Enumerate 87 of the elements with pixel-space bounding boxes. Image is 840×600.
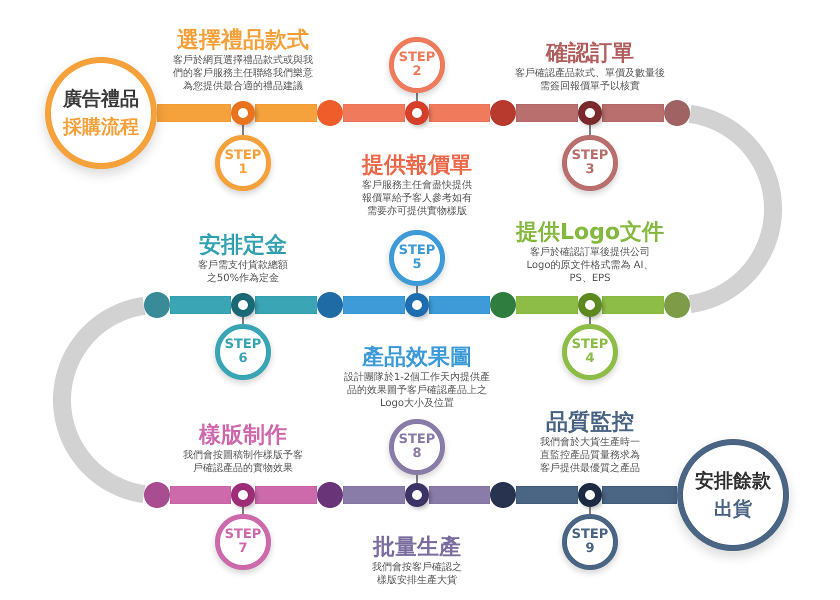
track-band [516, 486, 578, 504]
track-joint [144, 292, 170, 318]
step-title: 樣版制作 [199, 423, 287, 449]
step-label: STEP 8 [398, 433, 436, 461]
connector-line [589, 125, 591, 135]
step-description: 客戶於確認訂單後提供公司Logo的原文件格式需為 AI、PS、EPS [526, 246, 654, 285]
step-label: STEP 5 [398, 244, 436, 272]
track-band [255, 296, 317, 314]
step-title: 確認訂單 [546, 41, 634, 67]
track-joint [664, 100, 690, 126]
step-title: 提供報價單 [362, 153, 472, 179]
circle-subheading: 出貨 [714, 497, 752, 522]
step-label: STEP 2 [398, 51, 436, 79]
track-band [170, 486, 231, 504]
connector-line [589, 317, 591, 324]
step-label: STEP 4 [570, 338, 610, 366]
track-band [170, 296, 231, 314]
circle-heading: 廣告禮品 [63, 87, 139, 112]
step-circle [562, 324, 618, 380]
track-joint [317, 482, 343, 508]
track-band [343, 104, 405, 122]
connector-line [416, 286, 418, 293]
track-band [255, 486, 317, 504]
track-band [343, 486, 405, 504]
connector-line [242, 125, 244, 135]
connector-line [242, 507, 244, 514]
track-band [686, 105, 782, 313]
step-circle [562, 514, 618, 570]
track-band [602, 486, 677, 504]
track-band [602, 296, 664, 314]
step-label: STEP 9 [570, 528, 610, 556]
track-dot [578, 293, 602, 317]
step-title: 安排定金 [199, 233, 287, 259]
circle-heading: 安排餘款 [695, 469, 771, 494]
track-band [429, 104, 490, 122]
track-band [516, 104, 578, 122]
track-dot [405, 483, 429, 507]
track-dot [231, 293, 255, 317]
step-title: 批量生產 [373, 535, 461, 561]
connector-line [242, 317, 244, 324]
circle-subheading: 採購流程 [63, 115, 139, 140]
step-description: 客戶確認產品款式、單價及數量後需簽回報價單予以核實 [514, 67, 666, 93]
step-description: 我們會按客戶確認之樣版安排生產大貨 [371, 561, 463, 587]
track-band [429, 296, 490, 314]
step-title: 選擇禮品款式 [177, 28, 309, 54]
step-circle [389, 419, 445, 475]
track-joint [490, 292, 516, 318]
step-description: 客戶需支付貨款總額之50%作為定金 [197, 259, 289, 285]
step-label: STEP 7 [224, 528, 262, 556]
track-joint [664, 292, 690, 318]
track-joint [317, 100, 343, 126]
track-band [516, 296, 578, 314]
track-dot [578, 483, 602, 507]
step-circle [389, 230, 445, 286]
track-dot [405, 101, 429, 125]
step-circle [215, 324, 271, 380]
step-title: 品質監控 [546, 410, 634, 436]
step-label: STEP 3 [570, 149, 610, 177]
track-band [255, 104, 317, 122]
connector-line [589, 507, 591, 514]
connector-line [416, 475, 418, 483]
step-description: 客戶服務主任會盡快提供報價單給予客人參考如有需要亦可提供實物樣版 [361, 179, 473, 218]
step-label: STEP 1 [224, 149, 262, 177]
step-circle [215, 514, 271, 570]
step-circle [562, 135, 618, 191]
track-band [157, 104, 231, 122]
step-description: 設計團隊於1-2個工作天內提供產品的效果圖予客戶確認產品上之Logo大小及位置 [342, 371, 492, 410]
track-joint [490, 100, 516, 126]
connector-line [416, 93, 418, 101]
track-dot [231, 483, 255, 507]
track-band [602, 104, 664, 122]
step-circle [215, 135, 271, 191]
step-description: 我們會按圖稿制作樣版予客戶確認產品的實物效果 [182, 449, 304, 475]
step-title: 產品效果圖 [362, 345, 472, 371]
track-joint [490, 482, 516, 508]
step-description: 我們會於大貨生產時一直監控產品質量務求為客戶提供最優質之產品 [539, 436, 641, 475]
track-dot [578, 101, 602, 125]
step-title: 提供Logo文件 [516, 220, 664, 246]
track-dot [405, 293, 429, 317]
track-joint [317, 292, 343, 318]
track-joint [144, 482, 170, 508]
track-band [429, 486, 490, 504]
step-label: STEP 6 [224, 338, 262, 366]
track-band [343, 296, 405, 314]
step-description: 客戶於網頁選擇禮品款式或與我們的客戶服務主任聯絡我們樂意為您提供最合適的禮品建議 [172, 54, 314, 93]
step-circle [389, 37, 445, 93]
track-dot [231, 101, 255, 125]
